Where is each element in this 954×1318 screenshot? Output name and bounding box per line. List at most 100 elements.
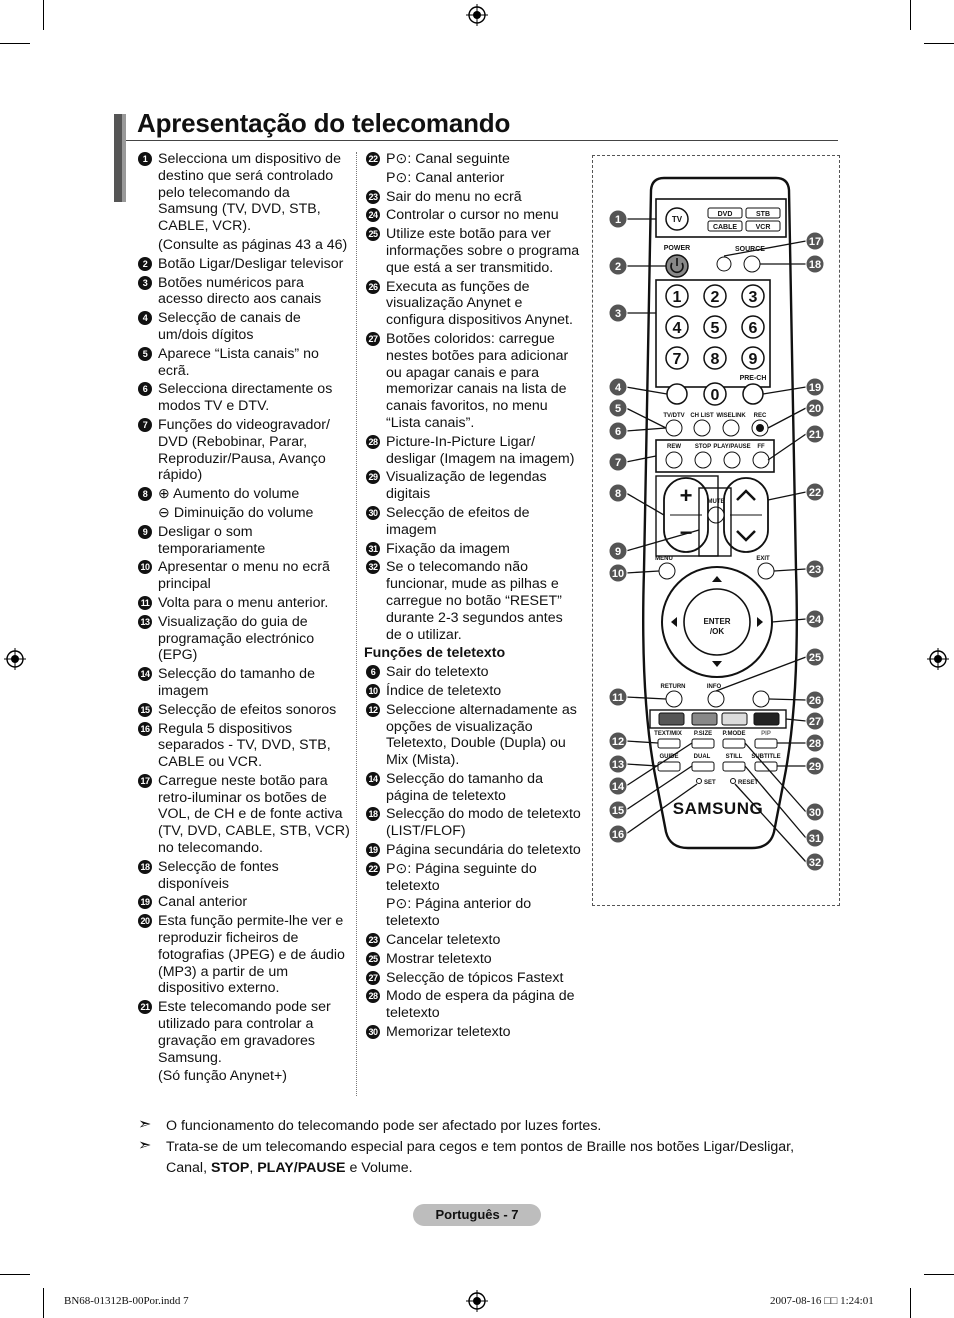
nav-up-arrow-icon[interactable]	[712, 576, 722, 582]
callout-marker	[805, 647, 825, 667]
guide-button[interactable]	[657, 761, 681, 772]
digit-9-button[interactable]	[741, 346, 765, 370]
samsung-logo: SAMSUNG	[673, 799, 763, 818]
digit-6-label: 6	[749, 320, 758, 337]
source-button[interactable]	[743, 255, 761, 273]
digit-1-button[interactable]	[665, 284, 689, 308]
dvd-button[interactable]: DVD	[718, 211, 733, 218]
set-button[interactable]	[696, 778, 702, 784]
return-button[interactable]	[665, 690, 683, 708]
digit-6-button[interactable]	[741, 315, 765, 339]
callout-marker	[608, 754, 628, 774]
item-number-badge: 23	[366, 933, 380, 948]
pmode-button[interactable]	[722, 738, 746, 749]
exit-button[interactable]	[757, 562, 775, 580]
digit-2-button[interactable]	[703, 284, 727, 308]
note-light: ➣ O funcionamento do telecomando pode se…	[138, 1116, 838, 1137]
item-text: Selecção de canais de um/dois dígitos	[158, 310, 301, 343]
yellow-button[interactable]	[721, 712, 748, 726]
note-text: e Volume.	[345, 1160, 413, 1176]
item-text: Botão Ligar/Desligar televisor	[158, 255, 344, 272]
mute-button[interactable]	[707, 506, 725, 524]
item-text: Executa as funções de visualização Anyne…	[386, 278, 573, 329]
item-text: Selecção do tamanho de imagem	[158, 666, 315, 699]
digit-3-button[interactable]	[741, 284, 765, 308]
tv-button[interactable]: TV	[672, 215, 683, 224]
stop-button[interactable]	[694, 451, 712, 469]
item-number-badge: 31	[366, 541, 380, 556]
menu-label: MENU	[655, 556, 673, 562]
ff-button[interactable]	[752, 451, 770, 469]
dual-label: DUAL	[694, 754, 711, 760]
digit-4-button[interactable]	[665, 315, 689, 339]
psize-button[interactable]	[691, 738, 715, 749]
menu-button[interactable]	[658, 562, 676, 580]
callout-number: 31	[809, 833, 821, 845]
callout-marker	[805, 609, 825, 629]
note-text: ,	[249, 1160, 258, 1176]
item-text: Selecção de efeitos de imagem	[386, 504, 530, 538]
channel-down-button[interactable]	[736, 530, 756, 542]
light-button[interactable]	[716, 256, 732, 272]
digit-7-button[interactable]	[665, 346, 689, 370]
chlist-button[interactable]	[693, 419, 711, 437]
pip-button[interactable]	[754, 738, 778, 749]
info-button[interactable]	[707, 690, 725, 708]
item-number-badge: 30	[366, 1025, 380, 1040]
item-number-badge: 27	[366, 970, 380, 985]
digit-0-button[interactable]	[703, 382, 727, 406]
blue-button[interactable]	[753, 712, 780, 726]
item-number-badge: 22	[366, 152, 380, 166]
digit-5-button[interactable]	[703, 315, 727, 339]
callout-number: 27	[809, 716, 821, 728]
volume-up-button[interactable]: +	[680, 483, 693, 508]
nav-right-arrow-icon[interactable]	[757, 617, 763, 627]
volume-down-button[interactable]: −	[680, 520, 693, 545]
vcr-button[interactable]: VCR	[756, 224, 771, 231]
item-number-badge: 10	[138, 560, 152, 575]
digit-8-button[interactable]	[703, 346, 727, 370]
enter-button[interactable]: ENTER	[703, 617, 730, 626]
item-number-badge: 11	[138, 595, 152, 610]
digit-dash-button[interactable]	[666, 383, 688, 405]
callout-marker	[805, 559, 825, 579]
nav-down-arrow-icon[interactable]	[712, 661, 722, 667]
mute-label: MUTE	[708, 499, 725, 505]
callout-number: 4	[615, 382, 622, 394]
psize-label: P.SIZE	[694, 731, 712, 737]
item-number-badge: 7	[138, 417, 152, 432]
red-button[interactable]	[658, 712, 685, 726]
digit-8-label: 8	[711, 351, 720, 368]
prech-button[interactable]	[742, 383, 764, 405]
tvdtv-button[interactable]	[665, 419, 683, 437]
item-text: Carregue neste botão para retro-iluminar…	[158, 772, 350, 857]
still-button[interactable]	[722, 761, 746, 772]
textmix-button[interactable]	[657, 738, 681, 749]
channel-up-button[interactable]	[736, 489, 756, 501]
stb-button[interactable]: STB	[756, 211, 770, 218]
item-text: Esta função permite-lhe ver e reproduzir…	[158, 913, 345, 997]
cable-button[interactable]: CABLE	[713, 224, 737, 231]
green-button[interactable]	[691, 712, 718, 726]
callout-marker	[805, 711, 825, 731]
item-number-badge: 24	[366, 208, 380, 223]
anynet-button[interactable]	[752, 690, 770, 708]
callout-number: 11	[612, 692, 624, 704]
rew-button[interactable]	[665, 451, 683, 469]
callout-marker	[805, 398, 825, 418]
wiselink-button[interactable]	[722, 419, 740, 437]
playpause-button[interactable]	[723, 451, 741, 469]
reset-button[interactable]	[730, 778, 736, 784]
item-text: P⊙: Canal seguinte	[386, 151, 510, 167]
nav-left-arrow-icon[interactable]	[671, 617, 677, 627]
dual-button[interactable]	[691, 761, 715, 772]
item-number-badge: 4	[138, 311, 152, 326]
